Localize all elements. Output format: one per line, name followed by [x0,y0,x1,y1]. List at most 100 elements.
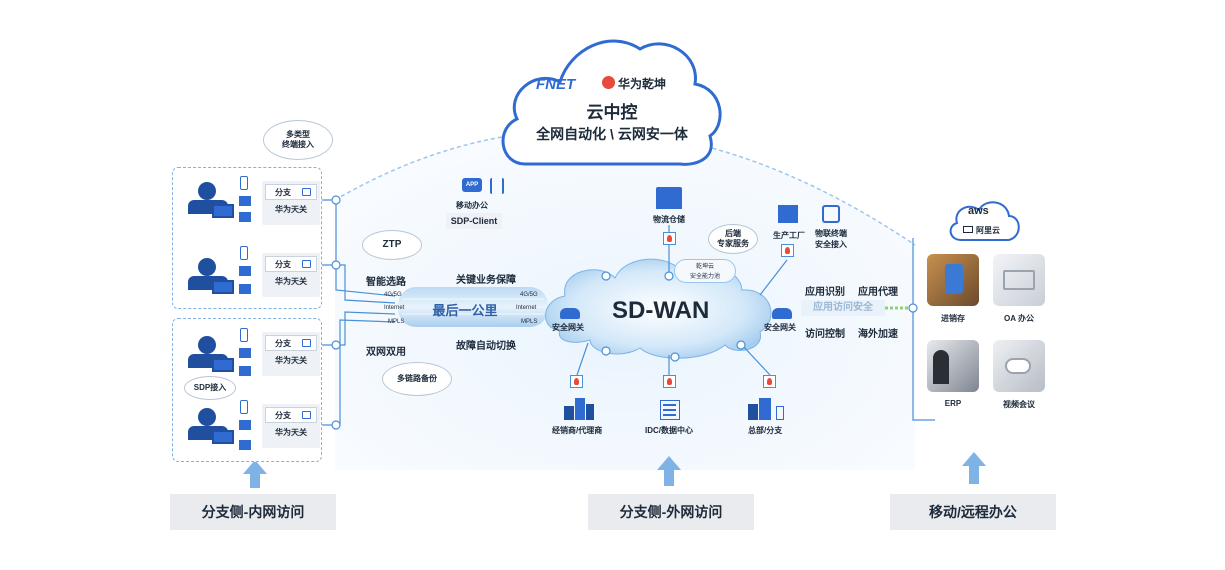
sec-gateway-left: 安全网关 [552,323,584,332]
app-return-label: 应用访问安全 [801,300,885,316]
firewall-icon [763,375,776,388]
caption-mobile-remote: 移动/远程办公 [890,494,1056,530]
laptop-icon [212,358,234,372]
desktop-icon [239,348,251,358]
sdwan-cloud [545,258,772,359]
desktop-icon [239,420,251,430]
gateway-cloud-icon [772,308,792,319]
link-left-internet: Internet [384,305,405,311]
sdp-client-label: SDP-Client [446,213,502,229]
gateway-huawei: 分支 华为天关 [262,404,320,448]
gateway-label: 华为天关 [275,277,307,286]
smart-routing-label: 智能选路 [366,277,406,288]
overseas-accel-label: 海外加速 [858,329,898,340]
building-icon [564,398,594,420]
app-tile-erp [927,340,979,392]
huawei-brand: 华为乾坤 [618,77,667,91]
aliyun-label: 阿里云 [976,226,1000,235]
app-proxy-label: 应用代理 [858,287,898,298]
link-left-4g: 4G/5G [384,292,402,298]
idc-label: IDC/数据中心 [645,426,693,435]
branch-label: 分支 [275,187,291,197]
desktop-icon [239,284,251,294]
link-right-4g: 4G/5G [520,292,538,298]
laptop-icon [212,430,234,444]
switch-icon [302,188,311,196]
access-control-label: 访问控制 [805,329,845,340]
app-icon: APP [462,178,482,192]
desktop-icon [239,196,251,206]
app-tile-inventory [927,254,979,306]
dealer-label: 经销商/代理商 [552,426,603,435]
bubble-sdp-access: SDP接入 [184,376,236,400]
gateway-huawei: 分支 华为天关 [262,181,320,225]
app-inventory-label: 进销存 [941,314,965,323]
caption-branch-internet: 分支侧-外网访问 [588,494,754,530]
gateway-cloud-icon [560,308,580,319]
switch-icon [302,260,311,268]
desktop-icon [239,440,251,450]
sdwan-label: SD-WAN [612,297,710,324]
gateway-huawei: 分支 华为天关 [262,253,320,297]
cloud-title: 云中控 [586,103,638,122]
user-icon [198,258,216,276]
branch-label: 分支 [275,338,291,348]
public-cloud-badge [949,201,1020,241]
phone-icon [240,328,248,342]
link-right-internet: Internet [516,305,537,311]
laptop-icon [212,204,234,218]
last-mile-pipe [398,287,548,327]
firewall-icon [781,244,794,257]
user-icon [198,336,216,354]
link-right-mpls: MPLS [521,319,538,325]
user-icon [198,182,216,200]
app-tile-oa [993,254,1045,306]
app-tile-video [993,340,1045,392]
antenna-icon [490,178,504,194]
bubble-multilink-backup: 多链路备份 [382,362,452,396]
brand-row: FNET 华为乾坤 [536,74,686,96]
hq-building-icon [748,398,788,420]
gateway-label: 华为天关 [275,356,307,365]
dual-network-label: 双网双用 [366,347,406,358]
bubble-backend-service: 后端 专家服务 [708,224,758,254]
bubble-multi-terminal: 多类型 终端接入 [263,120,333,160]
datacenter-icon [660,400,680,420]
branch-label: 分支 [275,259,291,269]
phone-icon [240,246,248,260]
user-icon [198,408,216,426]
upward-arrows [243,452,986,488]
factory-icon [778,205,798,223]
switch-icon [302,411,311,419]
iot-sensor-icon [822,205,840,223]
branch-label: 分支 [275,410,291,420]
desktop-icon [239,212,251,222]
gateway-huawei: 分支 华为天关 [262,332,320,376]
bubble-ztp: ZTP [362,230,422,260]
firewall-icon [663,232,676,245]
firewall-icon [663,375,676,388]
app-identify-label: 应用识别 [805,287,845,298]
switch-icon [302,339,311,347]
last-mile-label: 最后一公里 [432,303,498,318]
qiankun-security-pool: 乾坤云 安全能力池 [674,259,736,283]
hq-label: 总部/分支 [748,426,783,435]
mobile-office-label: 移动办公 [456,201,488,210]
desktop-icon [239,366,251,376]
caption-branch-intranet: 分支侧-内网访问 [170,494,336,530]
gateway-label: 华为天关 [275,205,307,214]
phone-icon [240,176,248,190]
fnet-logo: FNET [536,76,576,93]
app-erp-label: ERP [944,399,962,408]
logistics-label: 物流仓储 [653,215,685,224]
link-left-mpls: MPLS [388,319,405,325]
huawei-logo-icon [602,76,615,89]
warehouse-icon [656,187,682,209]
phone-icon [240,400,248,414]
app-oa-label: OA 办公 [1004,314,1034,323]
central-cloud [501,39,722,166]
cloud-subtitle: 全网自动化 \ 云网安一体 [536,126,688,142]
iot-terminal-label: 物联终端 安全接入 [815,229,847,249]
aliyun-logo-icon [963,226,973,233]
